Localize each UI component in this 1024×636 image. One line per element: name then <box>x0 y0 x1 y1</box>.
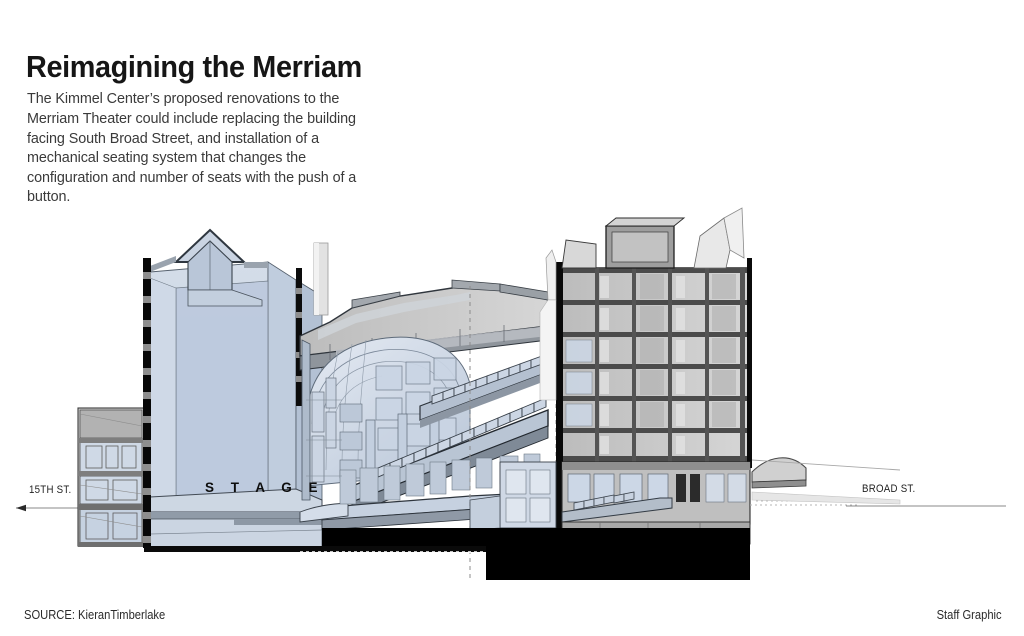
street-label-15th: 15TH ST. <box>29 484 72 496</box>
standfirst-text: The Kimmel Center’s proposed renovations… <box>27 91 357 206</box>
source-credit: SOURCE: KieranTimberlake <box>24 607 166 622</box>
street-label-broad: BROAD ST. <box>862 483 916 495</box>
page-title: Reimagining the Merriam <box>26 48 362 84</box>
stage-machinery <box>311 377 337 483</box>
stage-house-fly-tower <box>143 228 329 549</box>
stage-label: S T A G E <box>205 480 325 495</box>
broad-street-office-building <box>539 207 901 545</box>
annex-wing-15th-street <box>77 407 145 547</box>
basement-foundation <box>144 504 860 580</box>
staff-credit: Staff Graphic <box>936 607 1002 622</box>
entry-marquee-canopy <box>751 457 901 505</box>
rear-of-house-transition <box>469 461 557 531</box>
